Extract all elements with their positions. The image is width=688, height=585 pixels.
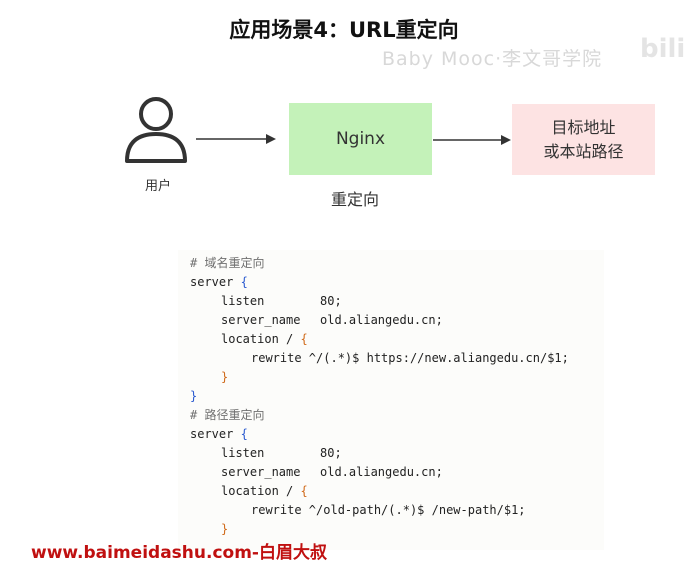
code-key: location / [221,332,294,346]
code-rewrite-line: rewrite ^/(.*)$ https://new.aliangedu.cn… [251,351,569,365]
code-brace: } [221,522,229,536]
code-server-name-value: old.aliangedu.cn; [320,313,443,327]
code-brace: { [300,332,308,346]
code-brace: } [190,389,198,403]
footer-url: www.baimeidashu.com-白眉大叔 [31,543,327,563]
code-key: location / [221,484,294,498]
nginx-label: Nginx [335,129,386,149]
code-server-line: server { [190,275,248,290]
code-panel [178,250,604,550]
code-brace: { [240,427,248,441]
code-server-line: server { [190,427,248,442]
code-comment-path: # 路径重定向 [190,408,265,422]
code-server-name-value: old.aliangedu.cn; [320,465,443,479]
target-line2: 或本站路径 [543,141,624,161]
code-listen-value: 80; [320,294,342,308]
code-keyword: server [190,275,234,289]
target-line1: 目标地址 [551,117,616,137]
target-box: 目标地址 或本站路径 [512,104,655,175]
slide-title: 应用场景4：URL重定向 [229,18,459,42]
user-icon [122,95,190,167]
code-brace: } [221,370,229,384]
code-listen-value: 80; [320,446,342,460]
watermark-bili: bili [640,34,686,64]
code-key: listen [221,294,265,308]
code-brace: { [300,484,308,498]
code-listen-line: listen [221,294,264,309]
code-server-name-line: server_name [221,465,300,480]
redirect-label: 重定向 [331,190,380,209]
arrow-to-target-icon [433,135,511,145]
nginx-box: Nginx [289,103,432,175]
code-rewrite-line: rewrite ^/old-path/(.*)$ /new-path/$1; [251,503,526,517]
code-location-line: location / { [221,332,308,347]
watermark: Baby Mooc·李文哥学院 [382,48,603,70]
code-key: listen [221,446,265,460]
code-server-name-line: server_name [221,313,300,328]
user-label: 用户 [144,179,171,194]
code-key: server_name [221,313,301,327]
code-key: server_name [221,465,301,479]
code-brace: { [240,275,248,289]
code-comment-domain: # 域名重定向 [190,256,265,270]
arrow-to-nginx-icon [196,134,276,144]
code-listen-line: listen [221,446,264,461]
code-location-line: location / { [221,484,308,499]
code-keyword: server [190,427,234,441]
